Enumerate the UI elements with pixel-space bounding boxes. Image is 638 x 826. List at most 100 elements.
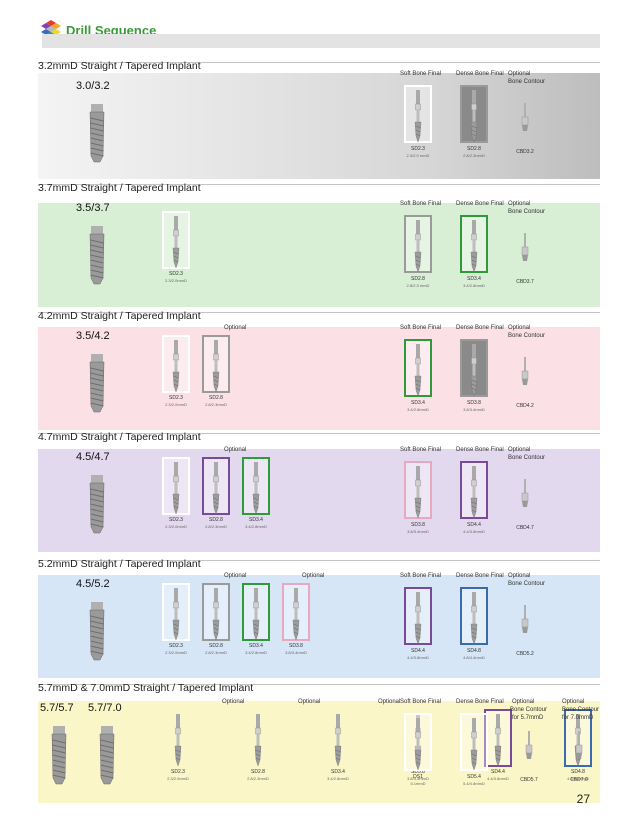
section-title: 5.7mmD & 7.0mmD Straight / Tapered Impla… [38,682,254,694]
drill-size: 4.8/4.4mmD [567,776,589,781]
final-drill-box-sd3-8 [460,339,488,397]
section-title: 4.2mmD Straight / Tapered Implant [38,310,201,322]
final-drill-box-ds1 [404,713,432,771]
drill-box-sd3-4 [242,583,270,641]
drill-label: SD2.3 [169,271,183,277]
column-header-soft: Soft Bone Final [400,573,442,579]
column-header-dense: Dense Bone Final [456,573,504,579]
drill-icon [170,216,182,268]
drill-icon [468,718,480,770]
column-header-contour-2: Bone Contour [508,79,546,85]
drill-label: SD2.8 [209,517,223,523]
drill-box-sd4-4 [484,709,512,767]
final-drill-label: SD4.4 [411,648,425,654]
drill-size: 3.4/2.8mmD [327,776,349,781]
drill-size: 2.3/2.0mmD [165,278,187,283]
final-drill-label: SD3.4 [411,400,425,406]
optional-label: Optional [224,573,247,579]
column-header-contour: Optional [508,201,531,207]
drill-box-sd2-3 [164,709,192,767]
bone-contour-label: CBD3.7 [516,279,534,285]
drill-icon [170,462,182,514]
optional-label: Optional [378,699,401,705]
drill-icon [468,220,480,272]
section-band [38,73,600,179]
column-header-soft: Soft Bone Final [400,699,442,705]
column-header-contour: Optional [508,573,531,579]
drill-icon [250,462,262,514]
drill-label: SD3.4 [331,769,345,775]
final-drill-label: SD2.3 [411,146,425,152]
final-drill-size: 3.8/3.4mmD [463,407,485,412]
optional-label: Optional [224,447,247,453]
drill-icon [170,588,182,640]
column-header-soft: Soft Bone Final [400,71,442,77]
drill-box-sd2-3 [162,583,190,641]
drill-icon [468,592,480,644]
bone-contour-drill-icon [520,357,530,387]
header-bar [42,34,600,48]
final-drill-label: SD5.4 [467,774,481,780]
column-header-contour-2: Bone Contour [508,333,546,339]
section-band [38,701,600,803]
section-2: 3.7mmD Straight / Tapered Implant 3.5/3.7… [38,182,600,307]
column-header-dense: Dense Bone Final [456,201,504,207]
section-title: 3.7mmD Straight / Tapered Implant [38,182,201,194]
drill-size: 3.8/3.4mmD [407,776,429,781]
implant-size-label: 5.7/5.7 [40,702,74,714]
bone-contour-label: CBD3.2 [516,149,534,155]
drill-label: SD3.4 [249,643,263,649]
page-number: 27 [576,792,590,806]
optional-label: Optional [224,325,247,331]
drill-size: 2.8/2.3mmD [205,650,227,655]
column-header-dense: Dense Bone Final [456,699,504,705]
final-drill-size: 5.1mmD [410,781,426,786]
drill-icon [412,718,424,770]
final-drill-label: DS1 [413,774,423,780]
section-band [38,449,600,552]
drill-icon [210,588,222,640]
optional-label: Optional [298,699,321,705]
implant-size-label: 3.5/4.2 [76,330,110,342]
final-drill-size: 2.8/2.3mmD [463,153,485,158]
drill-label: SD2.3 [169,517,183,523]
drill-label: SD2.3 [171,769,185,775]
final-drill-size: 4.4/3.8mmD [407,655,429,660]
section-3: 4.2mmD Straight / Tapered Implant 3.5/4.2… [38,310,600,430]
column-header-contour-2: Bone Contour [508,581,546,587]
final-drill-box-sd3-4 [460,215,488,273]
final-drill-size: 3.4/2.8mmD [463,283,485,288]
column-header-dense: Dense Bone Final [456,447,504,453]
drill-icon [492,714,504,766]
final-drill-label: SD3.8 [411,522,425,528]
drill-icon [468,466,480,518]
column-header-contour-opt5: Bone Contour [562,707,600,713]
drill-size: 3.8/3.4mmD [285,650,307,655]
drill-label: SD2.3 [169,643,183,649]
final-drill-label: SD2.8 [467,146,481,152]
drill-size: 2.8/2.3mmD [247,776,269,781]
final-drill-size: 4.8/4.4mmD [463,655,485,660]
optional-label: Optional [222,699,245,705]
implant-size-label: 3.5/3.7 [76,202,110,214]
drill-icon [210,340,222,392]
drill-size: 2.3/2.0mmD [165,650,187,655]
final-drill-size: 3.8/3.4mmD [407,529,429,534]
final-drill-size: 3.4/2.8mmD [407,407,429,412]
drill-box-sd3-8 [282,583,310,641]
drill-icon [170,340,182,392]
final-drill-label: SD3.4 [467,276,481,282]
section-title: 3.2mmD Straight / Tapered Implant [38,60,201,72]
drill-size: 2.8/2.3mmD [205,402,227,407]
bone-contour-label: CBD4.7 [516,525,534,531]
drill-label: SD3.8 [289,643,303,649]
section-band [38,575,600,678]
column-header-contour: Optional [508,325,531,331]
column-header-soft: Soft Bone Final [400,447,442,453]
final-drill-box-sd3-4 [404,339,432,397]
bone-contour-label: CBD4.2 [516,403,534,409]
drill-icon [468,344,480,396]
implant-image [88,601,106,663]
